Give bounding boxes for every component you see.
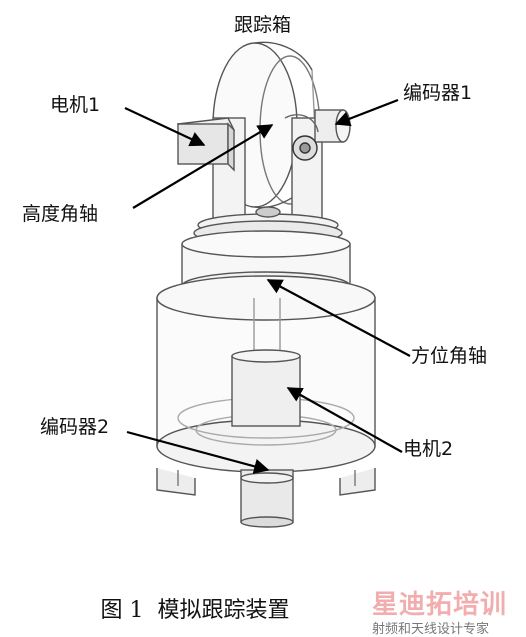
motor1-box <box>176 117 236 172</box>
encoder1-cylinder <box>314 109 351 143</box>
arrow-elevation-axis <box>132 124 274 209</box>
base-legs <box>156 468 376 496</box>
watermark-logo: 星迪拓培训 <box>372 590 508 620</box>
arrow-encoder1 <box>334 98 399 127</box>
label-elevation-axis: 高度角轴 <box>22 203 99 225</box>
elevation-hub <box>284 114 319 161</box>
label-encoder2: 编码器2 <box>40 416 110 438</box>
label-tracking-box: 跟踪箱 <box>234 14 292 36</box>
label-encoder1: 编码器1 <box>403 82 473 104</box>
label-azimuth-axis: 方位角轴 <box>411 345 488 367</box>
figure-caption: 图 1 模拟跟踪装置 <box>100 598 290 623</box>
arrow-motor2 <box>286 387 403 453</box>
arrow-azimuth-axis <box>266 279 411 357</box>
main-housing <box>156 275 376 473</box>
watermark-subtitle: 射频和天线设计专家 <box>372 622 490 637</box>
arrow-motor1 <box>124 107 206 147</box>
arrow-encoder2 <box>126 430 270 474</box>
label-motor1: 电机1 <box>50 94 101 116</box>
encoder2-shaft <box>240 469 294 528</box>
label-motor2: 电机2 <box>403 438 454 460</box>
